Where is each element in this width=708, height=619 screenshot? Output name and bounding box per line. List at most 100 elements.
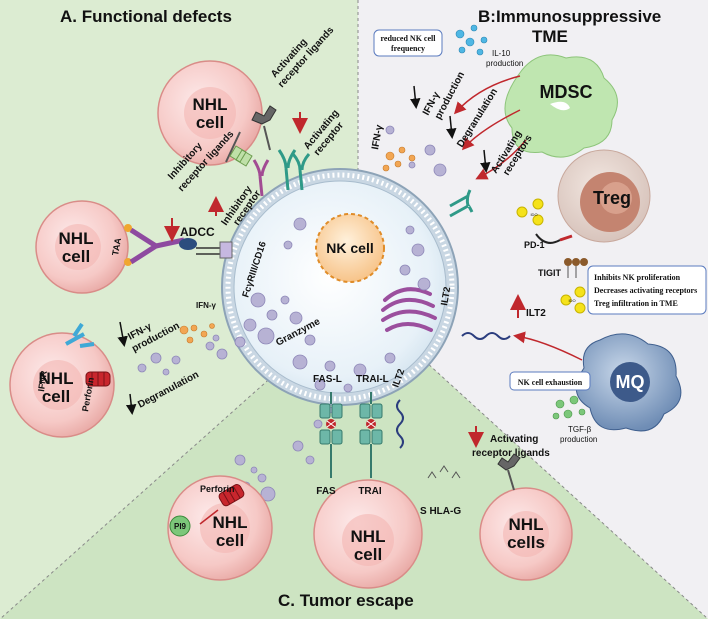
reduced-frequency-box <box>373 29 443 57</box>
il10-label: IL-10 <box>492 49 511 58</box>
tigit-label: TIGIT <box>538 268 561 278</box>
il10-label-2: production <box>486 59 523 68</box>
fas-label: FAS <box>316 486 336 497</box>
golgi-apparatus <box>381 287 437 332</box>
section-c-title: C. Tumor escape <box>278 591 414 610</box>
treg-effect-3: Treg infiltration in TME <box>594 299 678 308</box>
nhl-left-label: NHL <box>59 229 94 248</box>
activating-ligand-c-icon <box>497 453 521 491</box>
taa-label: TAA <box>110 237 123 257</box>
reduced-frequency-label-2: frequency <box>391 44 425 53</box>
tgfb-label-2: production <box>560 435 597 444</box>
nhl-cell-lower-left: NHL cell <box>9 332 115 438</box>
trai-label: TRAI <box>358 486 382 497</box>
nhl-left-label-2: cell <box>62 247 90 266</box>
mdsc-arrow-3-icon <box>475 139 527 180</box>
treg-cell: Treg <box>557 149 651 243</box>
mq-arrow-icon <box>513 331 583 361</box>
ifng-b-label: IFN-γ <box>370 124 385 151</box>
tgfb-label: TGF-β <box>568 425 592 434</box>
antibody-icon <box>124 224 233 266</box>
section-a-title: A. Functional defects <box>60 7 232 26</box>
nhl-br-label-2: cells <box>507 533 545 552</box>
tgfb-dots <box>552 395 586 420</box>
pi9-icon <box>169 515 191 537</box>
pi9-inhibition-icon <box>199 509 219 525</box>
adcc-label: ADCC <box>180 225 215 239</box>
tigit-receptor-icon <box>564 258 588 278</box>
nhl-lower-label: NHL <box>39 369 74 388</box>
mq-label: MQ <box>616 372 645 392</box>
nhl-lower-label-2: cell <box>42 387 70 406</box>
perforin-c-label: Perforin <box>200 484 235 494</box>
ido-dots <box>516 198 586 314</box>
ifn-gamma-dots-b <box>382 146 416 172</box>
treg-label: Treg <box>593 188 631 208</box>
ifn-gamma-dots-a <box>179 323 215 344</box>
nhl-cell-bottom-left: NHL cell <box>167 475 273 581</box>
mdsc-cell: MDSC <box>504 54 618 158</box>
ido-label: IDO <box>530 212 537 217</box>
degranulation-b-arrow-icon <box>446 115 457 139</box>
ifn-gamma-small-label: IFN-γ <box>196 301 217 310</box>
pd1-label: PD-1 <box>524 240 545 250</box>
activating-c-label: Activating <box>490 434 538 445</box>
trai-l-label: TRAI-L <box>356 374 389 385</box>
nhl-bc-label: NHL <box>351 527 386 546</box>
ifnr-receptor-icon <box>65 322 95 348</box>
activating-receptor-icon <box>277 149 311 191</box>
treg-effects-box <box>587 265 707 315</box>
panel-a-background <box>0 0 358 619</box>
activating-receptor-b-icon <box>449 189 474 218</box>
perforin-channel-icon <box>85 371 111 387</box>
nhl-cell-bottom-right: NHL cells <box>479 487 573 581</box>
nhl-br-label: NHL <box>509 515 544 534</box>
ifng-down-arrow-icon <box>117 321 128 347</box>
granules-a <box>137 352 181 376</box>
treg-effect-1: Inhibits NK proliferation <box>594 273 681 282</box>
nhl-cell-bottom-center: NHL cell <box>313 479 423 589</box>
exhaustion-label: NK cell exhaustion <box>518 378 583 387</box>
section-b-title-line2: TME <box>532 27 568 46</box>
il10-dots <box>455 24 488 56</box>
fas-l-label: FAS-L <box>313 374 342 385</box>
degranulation-a-arrow-icon <box>125 393 137 415</box>
ifng-b-arrow-icon <box>410 85 421 109</box>
ido-label-2: IDO <box>568 298 575 303</box>
exhaustion-box <box>509 371 591 391</box>
activating-c-label-2: receptor ligands <box>472 448 550 459</box>
fas-ligand-receptor-icon <box>319 392 343 478</box>
section-b-title: B:Immunosuppressive <box>478 7 661 26</box>
perforin-c-channel-icon <box>218 484 245 507</box>
ilt2-b-label: ILT2 <box>526 308 546 319</box>
mdsc-arrow-2-icon <box>462 109 521 151</box>
mdsc-arrow-1-icon <box>453 75 521 115</box>
treg-effect-2: Decreases activating receptors <box>594 286 697 295</box>
nhl-cell-left: NHL cell <box>35 200 129 294</box>
activating-receptor-ligand-icon <box>251 105 277 151</box>
inhibitory-receptor-icon <box>252 159 270 197</box>
released-granules <box>205 125 447 502</box>
ilt2-receptor-c-icon <box>396 399 404 449</box>
reduced-frequency-label: reduced NK cell <box>381 34 437 43</box>
nhl-bc-label-2: cell <box>354 545 382 564</box>
trail-receptor-icon <box>359 392 383 478</box>
macrophage-cell: MQ <box>575 333 682 432</box>
nk-cell-label: NK cell <box>326 240 373 256</box>
nhl-bl-label: NHL <box>213 513 248 532</box>
ilt2-right-label: ILT2 <box>439 286 453 306</box>
granzyme-granules <box>234 217 431 393</box>
ifnr-label: IFNR <box>36 370 49 393</box>
nhl-bl-label-2: cell <box>216 531 244 550</box>
nk-nucleus <box>315 213 385 283</box>
s-hla-g-icon <box>427 465 461 479</box>
pi9-label: PI9 <box>174 522 187 531</box>
inhibitory-receptor-ligand-icon <box>225 131 253 167</box>
s-hla-g-label: S HLA-G <box>420 506 461 517</box>
ilt2-receptor-b-icon <box>461 332 511 340</box>
nk-cell: NK cell Granzyme FcγRIII/CD16 ILT2 FAS-L… <box>221 168 459 406</box>
nhl-top-label: NHL <box>193 95 228 114</box>
activating-b-arrow-icon <box>480 149 491 173</box>
